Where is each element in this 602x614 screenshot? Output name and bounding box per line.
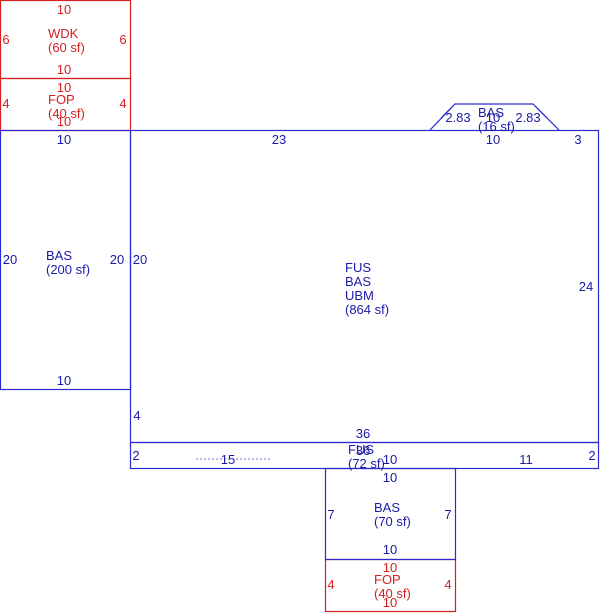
strip-area: (72 sf) xyxy=(348,456,385,471)
bas-left-dim-bottom: 10 xyxy=(57,373,71,388)
fop-bottom-dim-right: 4 xyxy=(444,577,451,592)
bas-bottom-dim-right: 7 xyxy=(444,507,451,522)
bas-bottom-outline[interactable] xyxy=(324,467,457,561)
main-dim-left: 20 xyxy=(133,252,147,267)
bas-left-dim-top: 10 xyxy=(57,132,71,147)
main-dim-bottom: 36 xyxy=(356,426,370,441)
main-dim-left-lower: 4 xyxy=(133,408,140,423)
wdk-code: WDK xyxy=(48,26,79,41)
bay-dim-top: 10 xyxy=(486,110,500,125)
fop-top-dim-bottom: 10 xyxy=(57,114,71,129)
bas-bottom-dim-bottom: 10 xyxy=(383,542,397,557)
main-dim-top-right-a: 10 xyxy=(486,132,500,147)
main-dim-top: 23 xyxy=(272,132,286,147)
wdk-dim-left: 6 xyxy=(2,32,9,47)
wdk-dim-top: 10 xyxy=(57,2,71,17)
fop-bottom-area: (40 sf) xyxy=(374,586,411,601)
fop-bottom-dim-left: 4 xyxy=(327,577,334,592)
wdk-dim-right: 6 xyxy=(119,32,126,47)
main-dim-right: 24 xyxy=(579,279,593,294)
strip-dim-right: 2 xyxy=(588,448,595,463)
fop-top-dim-right: 4 xyxy=(119,96,126,111)
fop-bottom-code: FOP xyxy=(374,572,401,587)
strip-dim-top: 36 xyxy=(356,443,370,458)
bay-dim-right: 2.83 xyxy=(515,110,540,125)
bas-left-code: BAS xyxy=(46,248,72,263)
main-area: (864 sf) xyxy=(345,302,389,317)
bas-bottom-code: BAS xyxy=(374,500,400,515)
bas-bottom-dim-top: 10 xyxy=(383,470,397,485)
fop-bottom-dim-top: 10 xyxy=(383,560,397,575)
wdk-dim-bottom: 10 xyxy=(57,62,71,77)
wdk-area: (60 sf) xyxy=(48,40,85,55)
bas-left-dim-right: 20 xyxy=(110,252,124,267)
main-label-2: BAS xyxy=(345,274,371,289)
bay-inner-right xyxy=(535,106,548,119)
strip-code: FUS xyxy=(348,442,374,457)
main-label-3: UBM xyxy=(345,288,374,303)
strip-dim-left: 2 xyxy=(132,448,139,463)
fop-bottom-dim-bottom: 10 xyxy=(383,595,397,610)
strip-dim-bottom-b: 10 xyxy=(383,452,397,467)
bay-code: BAS xyxy=(478,105,504,120)
bay-area: (16 sf) xyxy=(478,119,515,134)
main-dim-top-right-b: 3 xyxy=(574,132,581,147)
bas-bottom-dim-left: 7 xyxy=(327,507,334,522)
bay-dim-left: 2.83 xyxy=(445,110,470,125)
bas-left-area: (200 sf) xyxy=(46,262,90,277)
fop-top-area: (40 sf) xyxy=(48,106,85,121)
bay-inner-left xyxy=(440,106,453,119)
bas-bottom-area: (70 sf) xyxy=(374,514,411,529)
bas-left-dim-left: 20 xyxy=(3,252,17,267)
fop-top-dim-left: 4 xyxy=(2,96,9,111)
strip-dim-bottom-c: 11 xyxy=(519,452,533,467)
main-label-1: FUS xyxy=(345,260,371,275)
strip-dim-bottom-a: 15 xyxy=(221,452,235,467)
fop-top-dim-top: 10 xyxy=(57,80,71,95)
fop-top-code: FOP xyxy=(48,92,75,107)
